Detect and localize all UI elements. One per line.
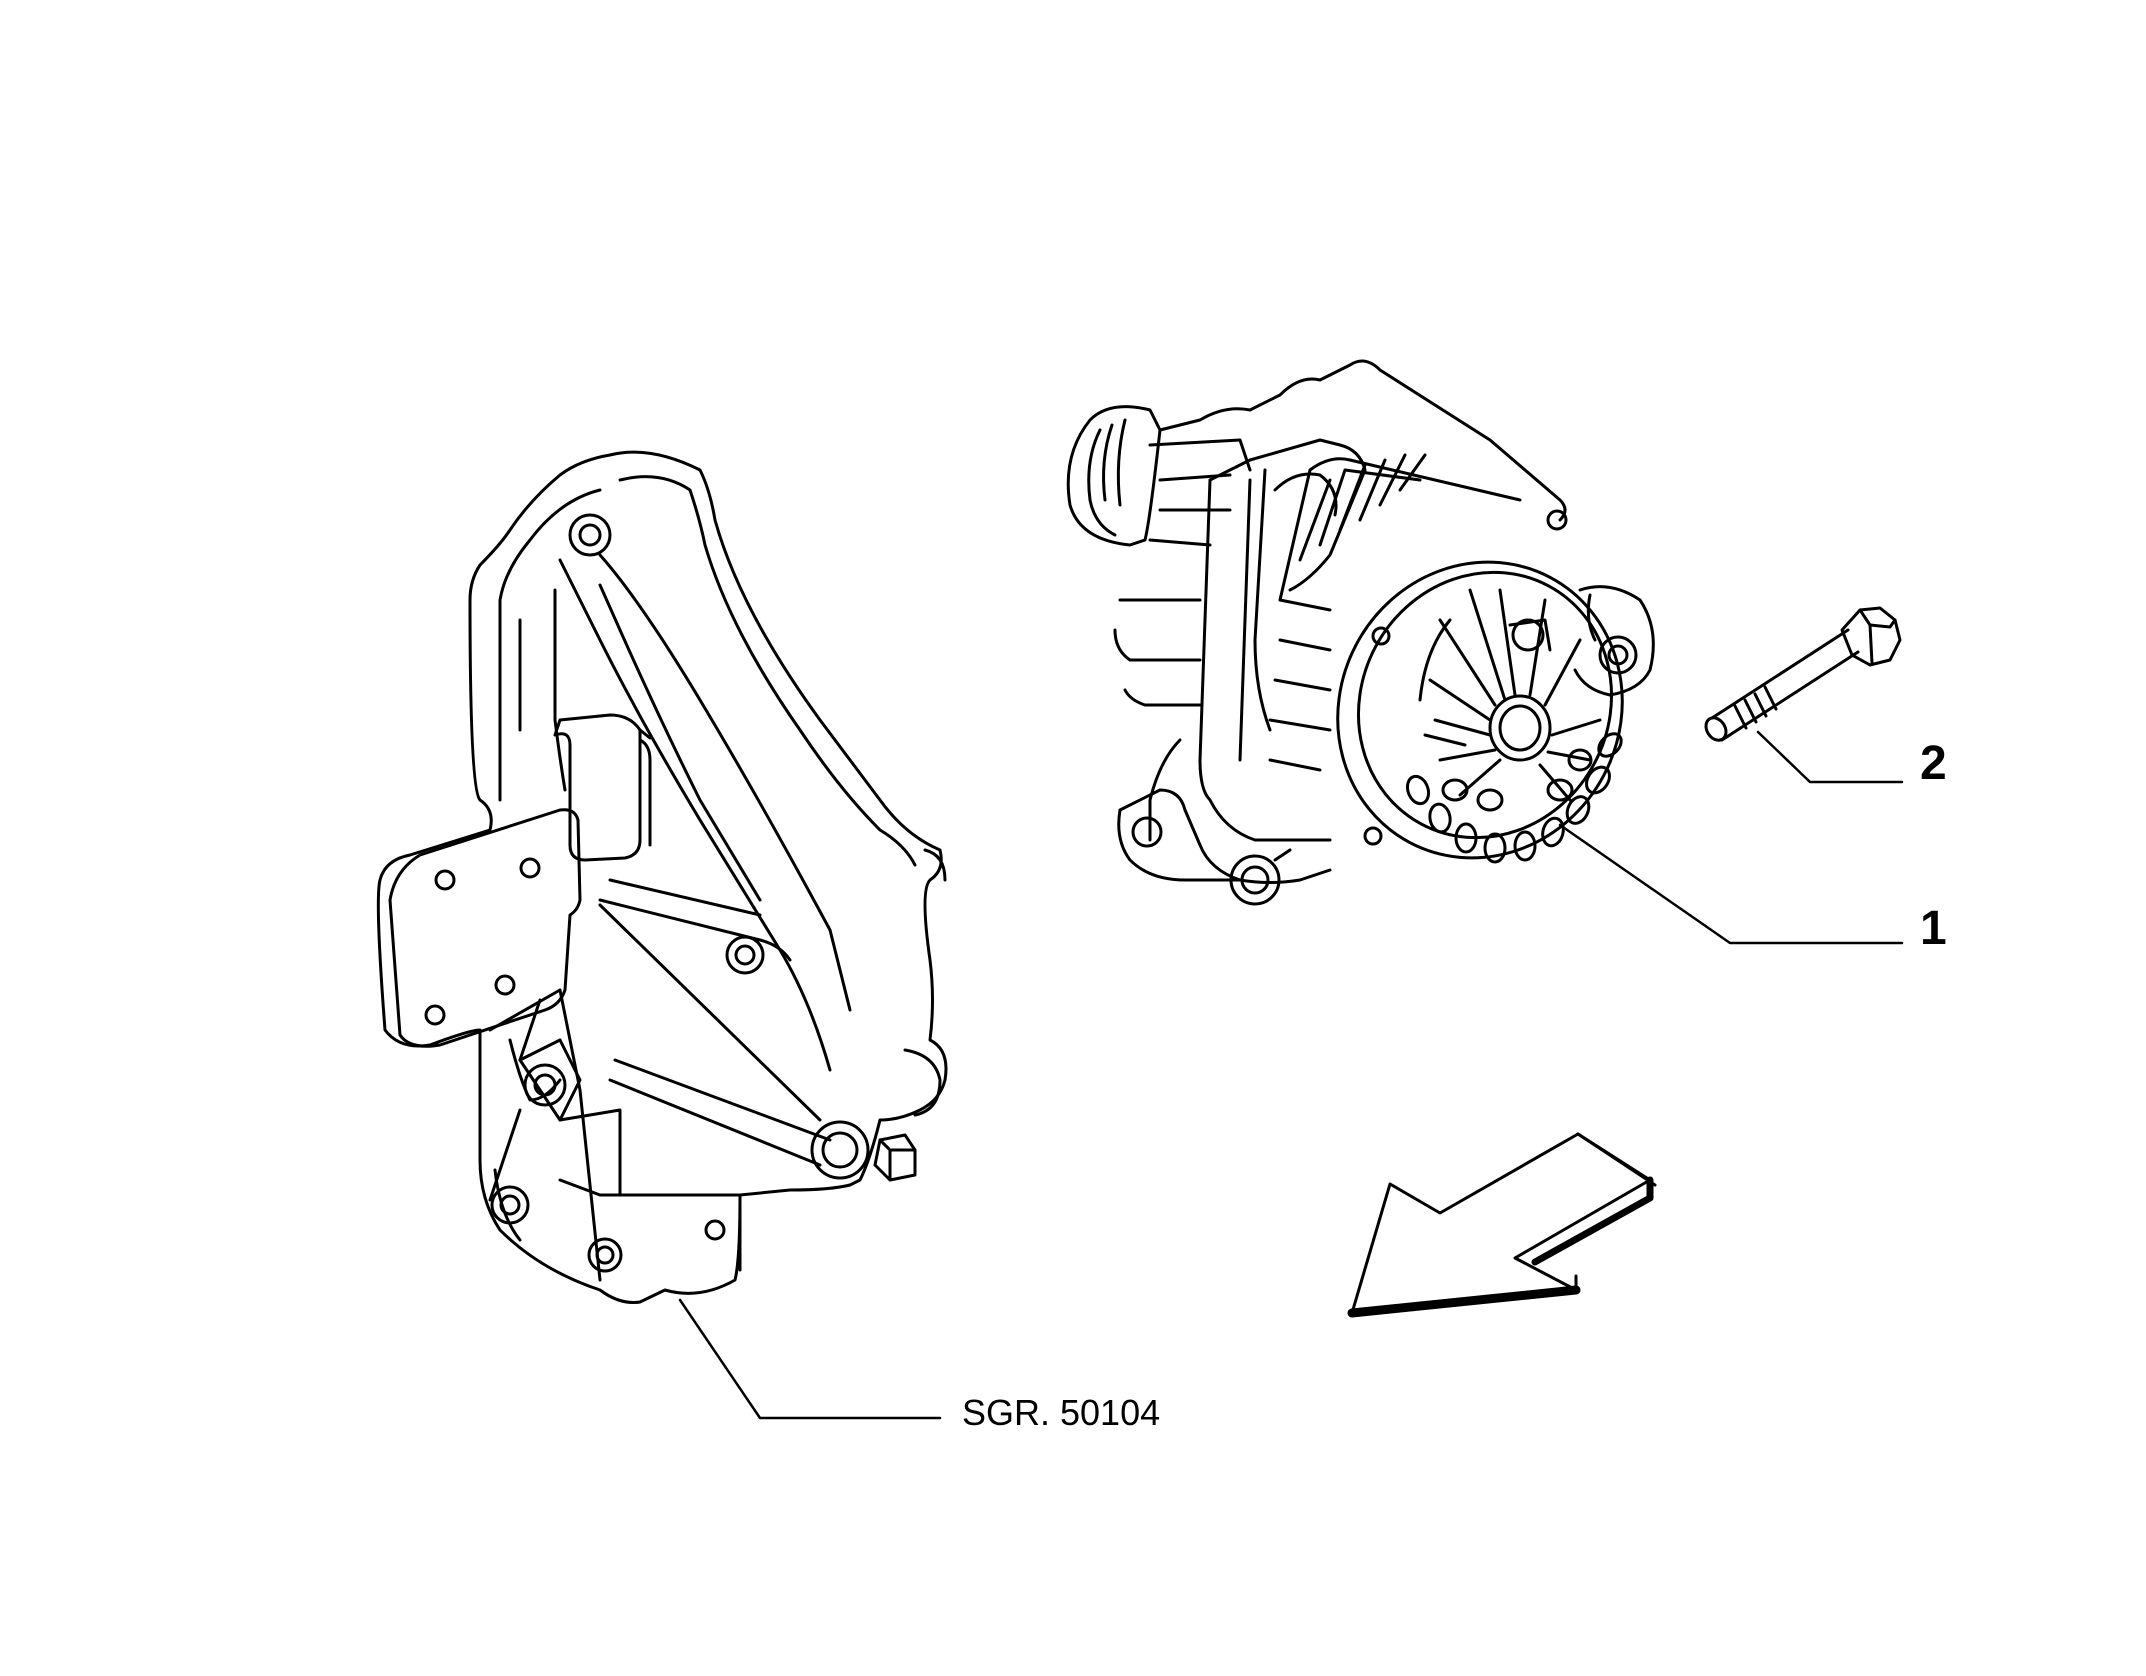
- leader-line-2: [1756, 730, 1904, 784]
- leader-line-ref: [678, 1298, 942, 1420]
- callout-bolt-number: 2: [1920, 737, 1947, 790]
- alternator-bracket: [376, 450, 948, 1304]
- alternator: [1066, 359, 1655, 906]
- arrow-down-left-icon: [1347, 1132, 1657, 1318]
- alternator-bolt: [1704, 606, 1902, 742]
- callout-bracket-reference: SGR. 50104: [962, 1392, 1161, 1433]
- callout-alternator-number: 1: [1920, 902, 1947, 955]
- leader-line-1: [1558, 823, 1904, 945]
- leader-lines: [678, 730, 1904, 1420]
